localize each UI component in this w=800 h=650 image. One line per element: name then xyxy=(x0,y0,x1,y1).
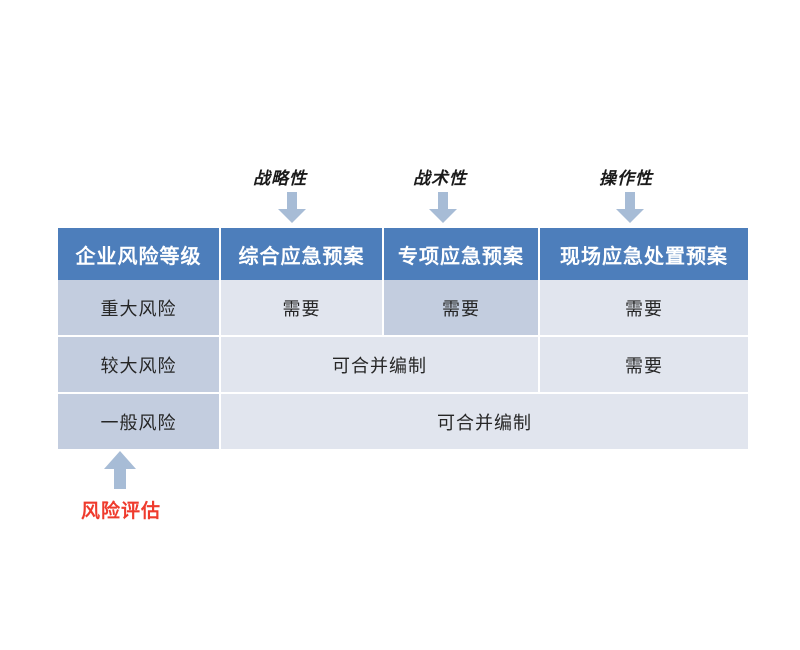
arrow-down-icon xyxy=(616,192,644,223)
risk-plan-matrix-table: 企业风险等级 综合应急预案 专项应急预案 现场应急处置预案 重大风险 需要 需要… xyxy=(58,228,748,449)
row-header-large-risk: 较大风险 xyxy=(58,337,221,394)
annotation-label-strategic: 战略性 xyxy=(253,169,307,189)
arrow-up-icon xyxy=(104,451,136,489)
column-header-risk-level: 企业风险等级 xyxy=(58,228,221,280)
table-header-row: 企业风险等级 综合应急预案 专项应急预案 现场应急处置预案 xyxy=(58,228,748,280)
cell-major-onsite: 需要 xyxy=(540,280,748,337)
cell-general-merged-plan: 可合并编制 xyxy=(221,394,748,449)
column-header-comprehensive-plan: 综合应急预案 xyxy=(221,228,384,280)
column-header-special-plan: 专项应急预案 xyxy=(384,228,540,280)
arrow-down-icon xyxy=(278,192,306,223)
column-header-onsite-plan: 现场应急处置预案 xyxy=(540,228,748,280)
cell-large-onsite: 需要 xyxy=(540,337,748,394)
table-row: 重大风险 需要 需要 需要 xyxy=(58,280,748,337)
risk-assessment-label: 风险评估 xyxy=(80,500,162,522)
cell-large-merged-plan: 可合并编制 xyxy=(221,337,540,394)
annotation-label-tactical: 战术性 xyxy=(413,169,467,189)
arrow-down-icon xyxy=(429,192,457,223)
row-header-general-risk: 一般风险 xyxy=(58,394,221,449)
table-row: 一般风险 可合并编制 xyxy=(58,394,748,449)
row-header-major-risk: 重大风险 xyxy=(58,280,221,337)
cell-major-special: 需要 xyxy=(384,280,540,337)
annotation-label-operational: 操作性 xyxy=(599,169,653,189)
cell-major-comprehensive: 需要 xyxy=(221,280,384,337)
table-row: 较大风险 可合并编制 需要 xyxy=(58,337,748,394)
